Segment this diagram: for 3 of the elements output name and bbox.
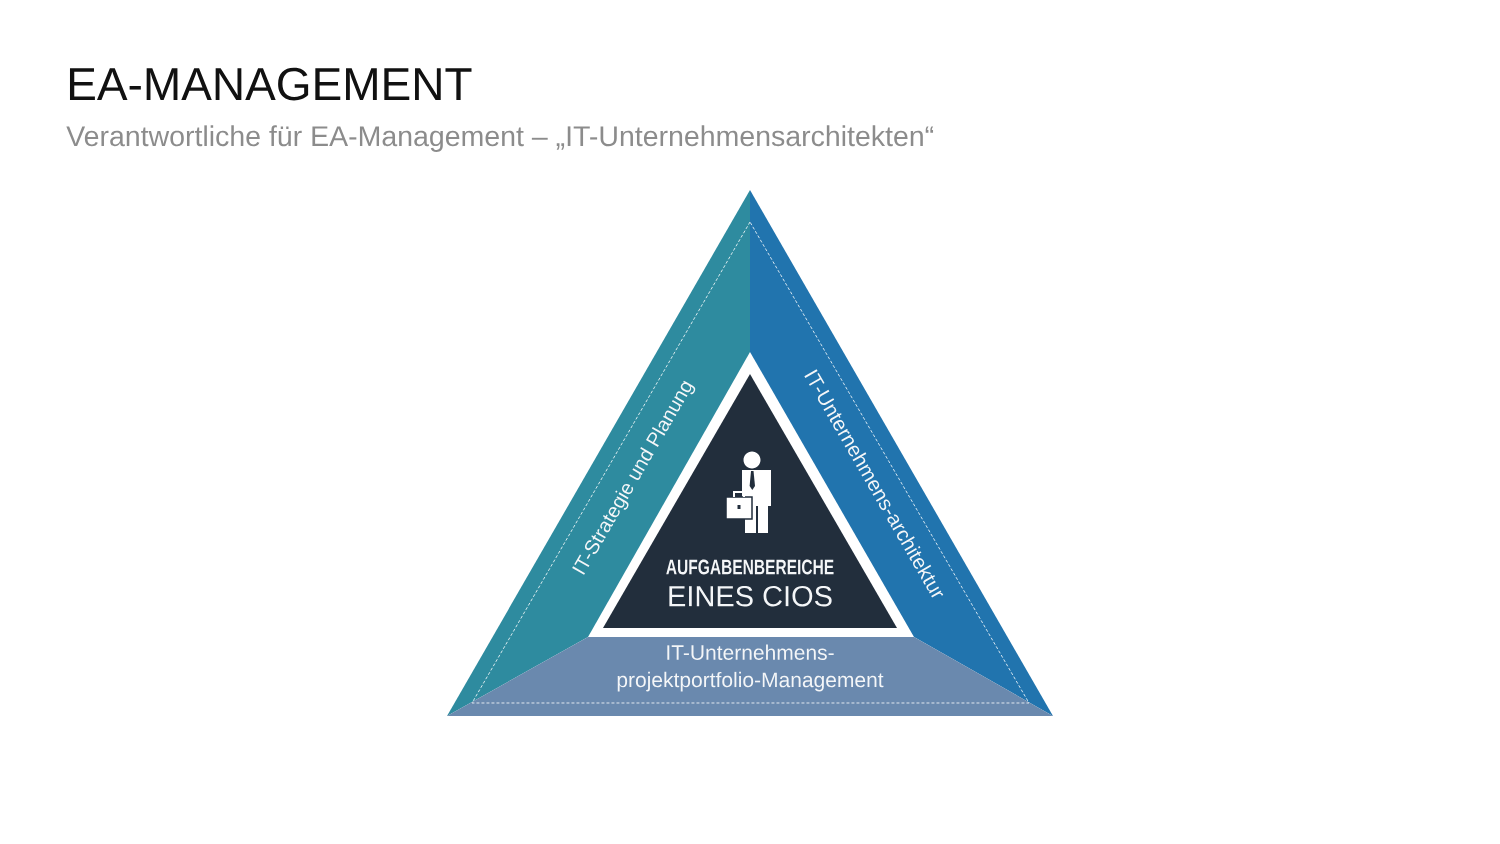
base-segment: IT-Unternehmens- projektportfolio-Management <box>447 637 1053 716</box>
title: EA-MANAGEMENT <box>70 67 472 101</box>
subtitle: Verantwortliche für EA-Management – „IT-Unternehmensarchitekten“ <box>66 125 934 152</box>
